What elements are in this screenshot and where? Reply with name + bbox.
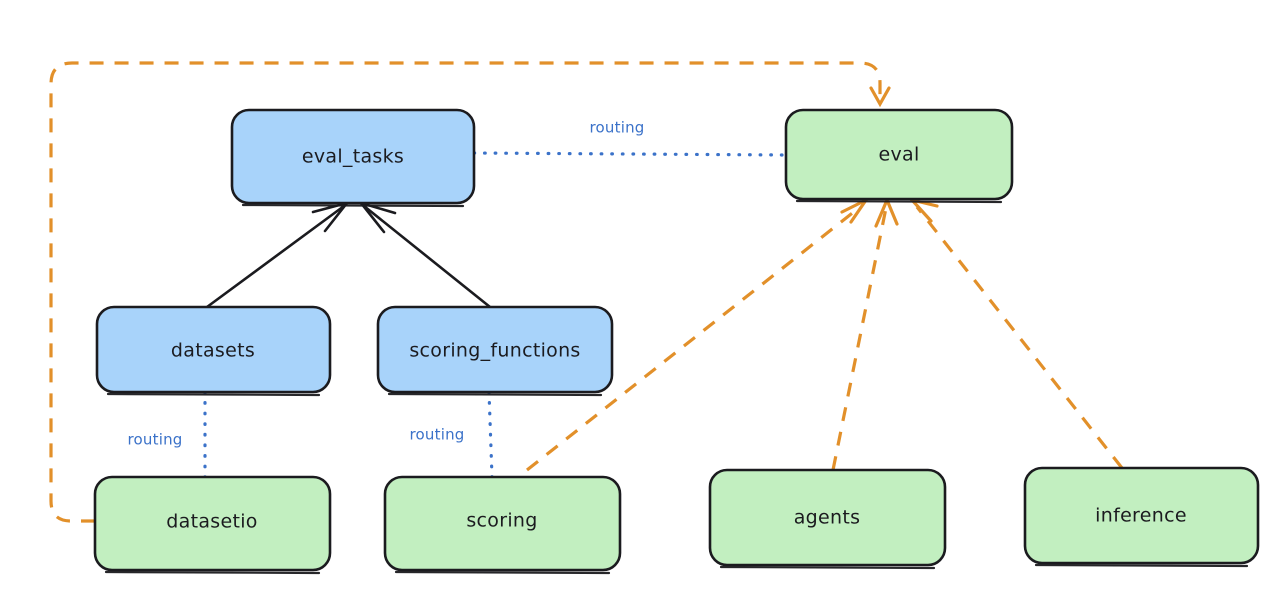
node-agents[interactable]: agents [708, 468, 947, 570]
node-eval[interactable]: eval [784, 108, 1014, 204]
edge-scoring-functions-eval-tasks [357, 200, 492, 309]
edge-datasets-eval-tasks [205, 200, 351, 309]
edge-label-routing-scoring-functions: routing [410, 426, 465, 444]
node-label-eval-tasks: eval_tasks [302, 146, 404, 168]
edge-eval-tasks-eval: routing [472, 119, 788, 157]
edge-label-routing-datasets: routing [128, 431, 183, 449]
node-label-inference: inference [1095, 505, 1187, 527]
node-label-eval: eval [878, 144, 919, 166]
edge-datasets-datasetio: routing [128, 390, 207, 479]
node-datasetio[interactable]: datasetio [93, 475, 332, 575]
node-label-scoring: scoring [466, 510, 537, 532]
edge-inference-eval [907, 197, 1124, 469]
edge-scoring-functions-scoring: routing [410, 390, 494, 479]
node-scoring-functions[interactable]: scoring_functions [376, 305, 614, 397]
node-label-scoring-functions: scoring_functions [409, 340, 580, 362]
node-datasets[interactable]: datasets [95, 305, 332, 397]
node-inference[interactable]: inference [1023, 466, 1260, 568]
node-eval-tasks[interactable]: eval_tasks [230, 108, 476, 208]
edge-agents-eval [831, 195, 899, 471]
node-label-datasets: datasets [171, 340, 255, 362]
node-label-agents: agents [794, 507, 861, 529]
node-scoring[interactable]: scoring [383, 475, 622, 575]
edge-label-routing-eval-tasks: routing [590, 119, 645, 137]
node-label-datasetio: datasetio [166, 511, 257, 533]
edge-datasetio-eval [49, 61, 891, 523]
